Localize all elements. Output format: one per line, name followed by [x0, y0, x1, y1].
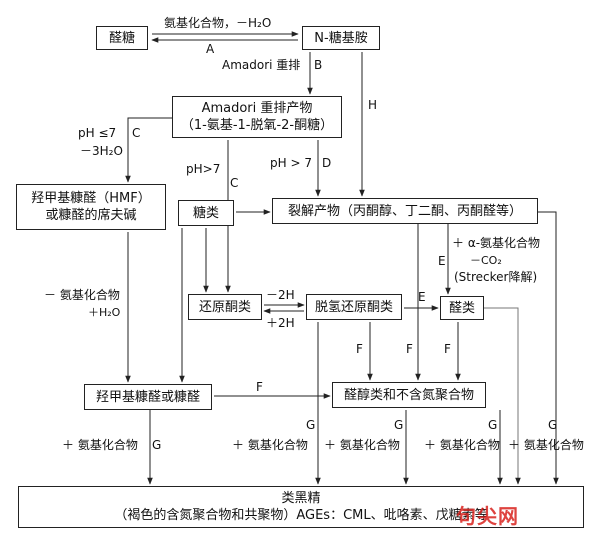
- label-amadori-rearrangement: Amadori 重排: [222, 58, 301, 72]
- label-plus-2h: ＋2H: [266, 316, 295, 330]
- box-dehydro-text: 脱氢还原酮类: [314, 299, 393, 315]
- box-aldehydes: 醛类: [440, 296, 484, 320]
- label-a: A: [206, 42, 215, 56]
- box-amadori-product: Amadori 重排产物 （1-氨基-1-脱氧-2-酮糖）: [172, 96, 342, 138]
- label-plus-h2o: ＋H₂O: [88, 306, 121, 319]
- label-g-5: G: [548, 418, 558, 432]
- label-c-left: C: [132, 126, 141, 140]
- box-amadori-line2: （1-氨基-1-脱氧-2-酮糖）: [180, 118, 334, 133]
- box-sugars: 糖类: [178, 200, 234, 226]
- label-strecker: (Strecker降解): [454, 270, 538, 284]
- box-melanoidins-line1: 类黑精: [281, 491, 321, 506]
- label-ph-gt7: pH>7: [186, 162, 221, 176]
- box-reductones: 还原酮类: [188, 294, 262, 320]
- label-plus-amino-3: ＋ 氨基化合物: [324, 438, 400, 452]
- label-plus-amino-2: ＋ 氨基化合物: [232, 438, 308, 452]
- arrow-g5: [484, 307, 521, 485]
- label-minus-2h: －2H: [266, 288, 295, 302]
- box-fission-products: 裂解产物（丙酮醇、丁二酮、丙酮醛等）: [272, 198, 538, 224]
- box-reductones-text: 还原酮类: [198, 299, 251, 315]
- label-f-3: F: [444, 342, 451, 356]
- label-g-2: G: [306, 418, 316, 432]
- label-ph-gt7-d: pH > 7: [270, 156, 312, 170]
- box-aldols-text: 醛醇类和不含氮聚合物: [343, 387, 474, 403]
- box-n-glycosylamine-text: N-糖基胺: [314, 30, 368, 46]
- arrow-c-left: [125, 117, 172, 183]
- label-plus-amino-5: ＋ 氨基化合物: [508, 438, 584, 452]
- label-g-3: G: [394, 418, 404, 432]
- label-d: D: [322, 156, 332, 170]
- box-hmf-or-furfural: 羟甲基糠醛或糠醛: [84, 384, 212, 410]
- arrow-fission-to-melanoidins: [538, 211, 559, 485]
- label-minus-3h2o: －3H₂O: [80, 144, 123, 158]
- label-plus-amino-4: ＋ 氨基化合物: [424, 438, 500, 452]
- box-aldose-text: 醛糖: [108, 30, 135, 46]
- box-hmf-or-furfural-text: 羟甲基糠醛或糠醛: [95, 389, 200, 405]
- box-amadori-line1: Amadori 重排产物: [201, 101, 313, 116]
- box-sugars-text: 糖类: [192, 205, 219, 221]
- label-f-2: F: [406, 342, 413, 356]
- label-f-left: F: [256, 380, 263, 394]
- box-melanoidins: 类黑精 （褐色的含氮聚合物和共聚物）AGEs：CML、吡咯素、戊糖素等: [18, 486, 584, 528]
- label-e-lower: E: [418, 290, 426, 304]
- label-h: H: [368, 98, 378, 112]
- label-amino-minus-water: 氨基化合物，－H₂O: [164, 16, 272, 30]
- box-hmf-line1: 羟甲基糠醛（HMF）: [31, 191, 151, 206]
- label-c-mid: C: [230, 176, 239, 190]
- box-aldehydes-text: 醛类: [448, 300, 475, 316]
- label-e-upper: E: [438, 254, 446, 268]
- label-plus-alpha-amino: ＋ α-氨基化合物: [452, 236, 541, 250]
- label-f-1: F: [356, 342, 363, 356]
- label-minus-co2: －CO₂: [470, 254, 502, 267]
- box-n-glycosylamine: N-糖基胺: [302, 26, 380, 50]
- box-melanoidins-line2: （褐色的含氮聚合物和共聚物）AGEs：CML、吡咯素、戊糖素等: [114, 508, 488, 523]
- label-g-1: G: [152, 438, 162, 452]
- box-aldols-polymers: 醛醇类和不含氮聚合物: [332, 382, 486, 408]
- label-minus-amino-compound: － 氨基化合物: [44, 288, 120, 302]
- label-ph-le7: pH ≤7: [78, 126, 117, 140]
- label-plus-amino-1: ＋ 氨基化合物: [62, 438, 138, 452]
- watermark-logo: 句尖网: [456, 504, 519, 528]
- label-g-4: G: [488, 418, 498, 432]
- box-hmf-line2: 或糠醛的席夫碱: [45, 208, 137, 223]
- box-dehydroreductones: 脱氢还原酮类: [306, 294, 402, 320]
- box-hmf-schiff: 羟甲基糠醛（HMF） 或糠醛的席夫碱: [16, 184, 166, 230]
- box-fission-text: 裂解产物（丙酮醇、丁二酮、丙酮醛等）: [287, 203, 522, 219]
- box-aldose: 醛糖: [96, 26, 148, 50]
- label-b: B: [314, 58, 323, 72]
